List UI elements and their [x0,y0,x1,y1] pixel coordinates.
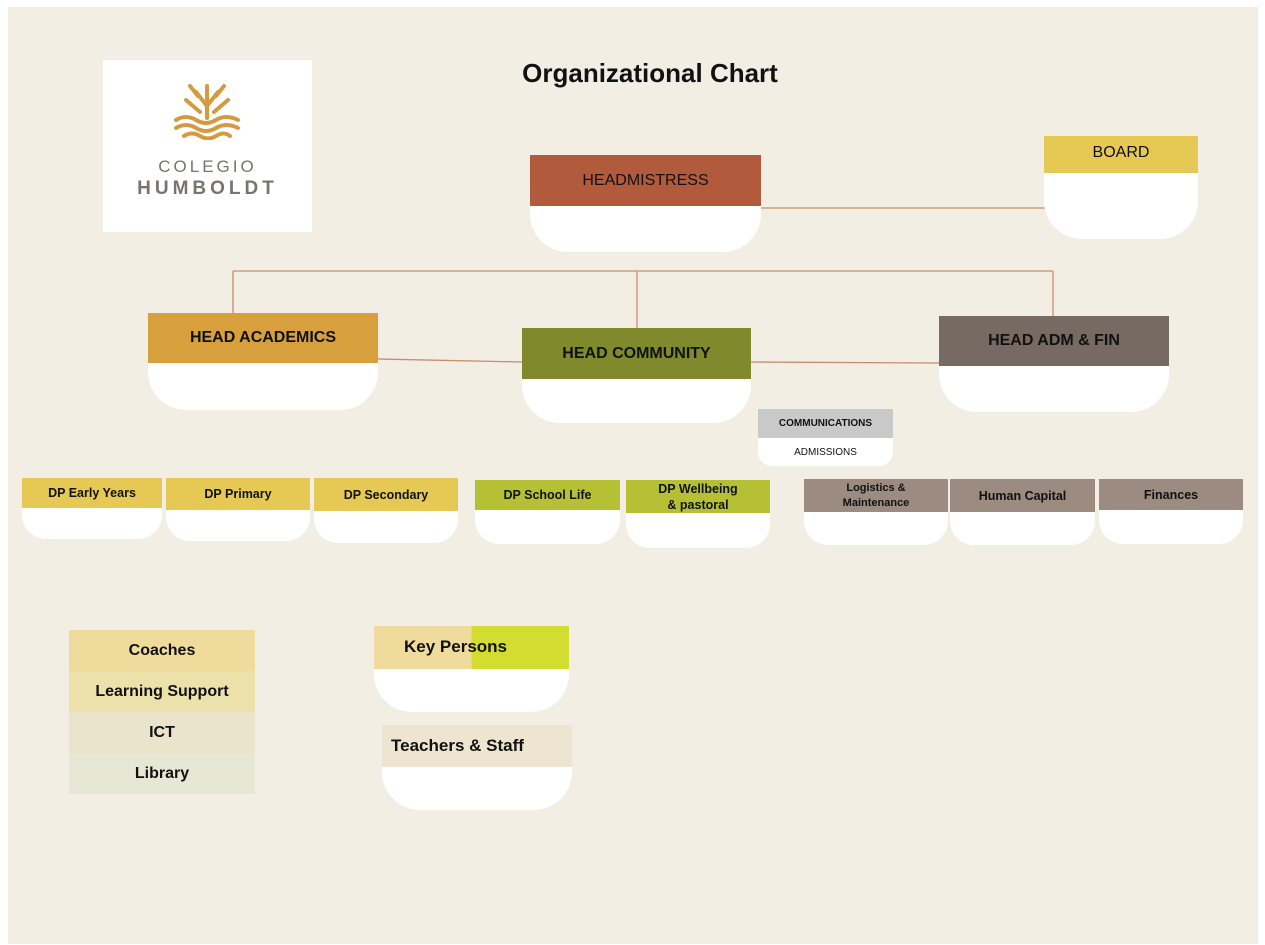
head-community-body [522,379,751,423]
dp-wellbeing-card: DP Wellbeing & pastoral [626,480,770,548]
headmistress-body [530,206,761,252]
legend-learning-support: Learning Support [69,671,255,712]
dp-school-life-card: DP School Life [475,480,620,544]
dp-primary-label: DP Primary [204,487,272,501]
tree-waves-emblem-icon [174,84,240,140]
head-academics-card: HEAD ACADEMICS [148,313,378,410]
dp-secondary-header: DP Secondary [314,478,458,511]
dp-secondary-label: DP Secondary [343,487,429,502]
logistics-body [804,512,948,545]
connector-community-admfin [750,361,940,364]
communications-header: COMMUNICATIONS [758,409,893,438]
head-community-label: HEAD COMMUNITY [562,344,711,362]
legend-ict-label: ICT [149,723,175,741]
dp-wellbeing-header: DP Wellbeing & pastoral [626,480,770,513]
dp-school-life-body [475,510,620,544]
legend-library-label: Library [134,764,190,782]
key-persons-card: Key Persons [374,626,569,712]
admissions-row: ADMISSIONS [758,438,893,466]
finances-card: Finances [1099,479,1243,544]
head-admfin-label: HEAD ADM & FIN [988,332,1120,349]
board-body [1044,173,1198,239]
legend-ict: ICT [69,712,255,753]
finances-body [1099,510,1243,544]
logistics-card: Logistics & Maintenance [804,479,948,545]
finances-header: Finances [1099,479,1243,510]
logistics-label-line1: Logistics & [846,481,906,494]
head-community-card: HEAD COMMUNITY [522,328,751,423]
communications-label: COMMUNICATIONS [778,418,873,429]
dp-early-years-card: DP Early Years [22,478,162,539]
admissions-label: ADMISSIONS [794,446,857,458]
communications-card: COMMUNICATIONS ADMISSIONS [758,409,893,466]
head-academics-label: HEAD ACADEMICS [189,329,337,346]
board-label: BOARD [1092,144,1150,161]
board-header: BOARD [1044,136,1198,173]
dp-primary-body [166,510,310,541]
dp-early-years-body [22,508,162,539]
logistics-header: Logistics & Maintenance [804,479,948,512]
connector-academics-community [377,358,523,363]
human-capital-label: Human Capital [978,488,1067,503]
logo-line1: COLEGIO [158,157,257,176]
head-academics-body [148,363,378,410]
logistics-label-line2: Maintenance [842,496,910,509]
head-admfin-card: HEAD ADM & FIN [939,316,1169,412]
headmistress-header: HEADMISTRESS [530,155,761,206]
dp-school-life-label: DP School Life [503,488,592,502]
dp-primary-header: DP Primary [166,478,310,510]
headmistress-card: HEADMISTRESS [530,155,761,252]
headmistress-label: HEADMISTRESS [582,171,709,189]
head-admfin-body [939,366,1169,412]
legend-coaches-label: Coaches [128,641,196,659]
page-title: Organizational Chart [522,58,778,88]
key-persons-header: Key Persons [374,626,569,669]
finances-label: Finances [1143,487,1199,502]
dp-school-life-header: DP School Life [475,480,620,510]
legend-learning-support-label: Learning Support [95,682,229,700]
dp-primary-card: DP Primary [166,478,310,541]
dp-wellbeing-body [626,513,770,548]
logo-panel: COLEGIO HUMBOLDT [103,60,312,232]
dp-secondary-body [314,511,458,543]
dp-early-years-header: DP Early Years [22,478,162,508]
dp-wellbeing-label-line2: & pastoral [667,497,729,512]
key-persons-body [374,669,569,712]
dp-secondary-card: DP Secondary [314,478,458,543]
head-community-header: HEAD COMMUNITY [522,328,751,379]
logo-line2: HUMBOLDT [137,178,278,199]
dp-early-years-label: DP Early Years [48,486,136,500]
human-capital-card: Human Capital [950,479,1095,545]
head-admfin-header: HEAD ADM & FIN [939,316,1169,366]
human-capital-body [950,512,1095,545]
teachers-staff-header: Teachers & Staff [382,725,572,767]
dp-wellbeing-label-line1: DP Wellbeing [658,481,738,496]
legend-library: Library [69,753,255,794]
teachers-staff-label: Teachers & Staff [391,736,524,755]
human-capital-header: Human Capital [950,479,1095,512]
teachers-staff-card: Teachers & Staff [382,725,572,810]
head-academics-header: HEAD ACADEMICS [148,313,378,363]
legend-coaches: Coaches [69,630,255,671]
key-persons-label: Key Persons [404,637,507,656]
board-card: BOARD [1044,136,1198,239]
teachers-staff-body [382,767,572,810]
